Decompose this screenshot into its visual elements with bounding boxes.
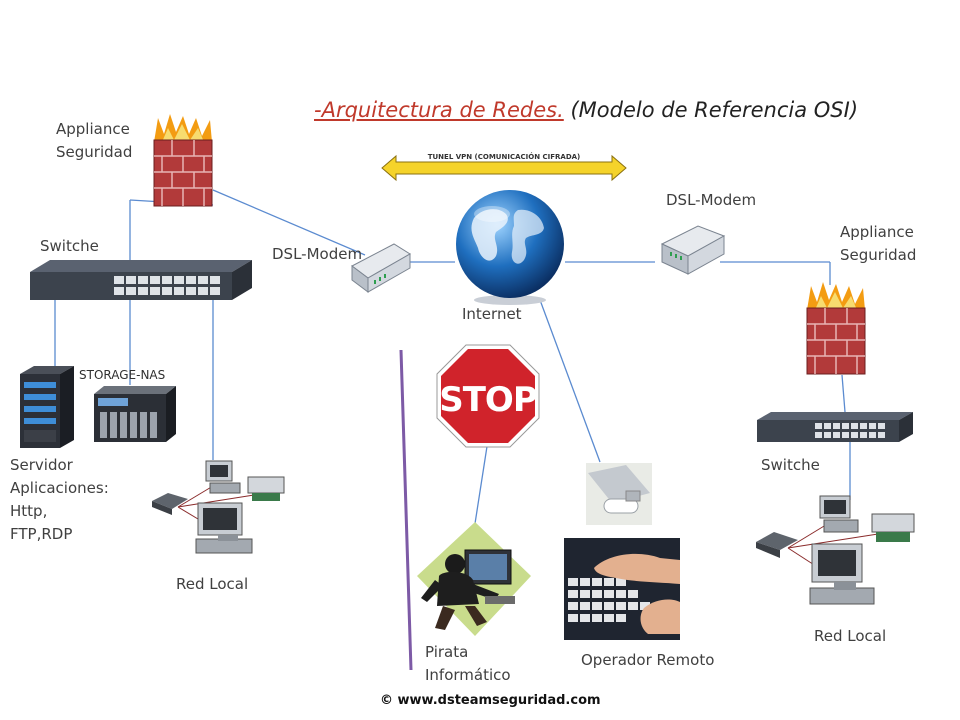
switch-left-icon bbox=[30, 260, 252, 300]
remote-operator-icon bbox=[564, 538, 680, 640]
local-network-right-icon bbox=[756, 495, 915, 605]
appliance-right-line1: Appliance bbox=[840, 223, 914, 241]
local-network-left-icon bbox=[152, 460, 285, 554]
hacker-line1: Pirata bbox=[425, 643, 469, 661]
internet-label: Internet bbox=[462, 305, 522, 323]
appliance-right-line2: Seguridad bbox=[840, 246, 917, 264]
title-main: -Arquitectura de Redes. bbox=[314, 98, 564, 122]
server-tower-icon bbox=[20, 366, 74, 448]
dsl-left-label: DSL-Modem bbox=[272, 245, 363, 263]
hacker-illustration-icon bbox=[417, 522, 531, 636]
link-globe-stop bbox=[473, 439, 489, 531]
barrier-line bbox=[399, 349, 413, 671]
server-label: Servidor Aplicaciones: Http, FTP,RDP bbox=[10, 454, 109, 546]
vpn-tunnel-arrow: TUNEL VPN (COMUNICACIÓN CIFRADA) bbox=[381, 152, 627, 182]
appliance-right-label: Appliance Seguridad bbox=[840, 221, 916, 267]
link-globe-remote bbox=[539, 299, 601, 463]
server-line3: Http, bbox=[10, 502, 48, 520]
hacker-label: Pirata Informático bbox=[425, 641, 511, 687]
switch-left-label: Switche bbox=[40, 237, 99, 255]
storage-nas-icon bbox=[94, 386, 176, 442]
server-line4: FTP,RDP bbox=[10, 525, 73, 543]
switch-right-label: Switche bbox=[761, 456, 820, 474]
link-right-appliance-switch bbox=[841, 374, 846, 413]
vpn-tunnel-label: TUNEL VPN (COMUNICACIÓN CIFRADA) bbox=[428, 152, 581, 161]
appliance-left-line1: Appliance bbox=[56, 120, 130, 138]
server-line2: Aplicaciones: bbox=[10, 479, 109, 497]
appliance-left-line2: Seguridad bbox=[56, 143, 133, 161]
usb-modem-icon bbox=[586, 463, 652, 525]
link-appliance-left-dsl bbox=[212, 189, 366, 256]
switch-right-icon bbox=[757, 412, 913, 442]
firewall-right-icon bbox=[806, 282, 866, 375]
hacker-line2: Informático bbox=[425, 666, 511, 684]
internet-globe-icon bbox=[456, 190, 564, 305]
lan-left-label: Red Local bbox=[176, 575, 249, 593]
server-line1: Servidor bbox=[10, 456, 73, 474]
dsl-right-label: DSL-Modem bbox=[666, 191, 757, 209]
footer-copyright: © www.dsteamseguridad.com bbox=[380, 693, 601, 708]
remote-operator-label: Operador Remoto bbox=[581, 651, 715, 669]
appliance-left-label: Appliance Seguridad bbox=[56, 118, 132, 164]
firewall-left-icon bbox=[153, 114, 213, 207]
dsl-modem-right-icon bbox=[660, 225, 726, 275]
diagram-title: -Arquitectura de Redes. (Modelo de Refer… bbox=[314, 98, 858, 122]
title-sub: (Modelo de Referencia OSI) bbox=[570, 98, 859, 122]
dsl-modem-left-icon bbox=[351, 243, 411, 293]
stop-sign-text: STOP bbox=[439, 380, 537, 420]
stop-sign-icon: STOP bbox=[436, 344, 540, 448]
storage-nas-label: STORAGE-NAS bbox=[79, 368, 166, 382]
lan-right-label: Red Local bbox=[814, 627, 887, 645]
